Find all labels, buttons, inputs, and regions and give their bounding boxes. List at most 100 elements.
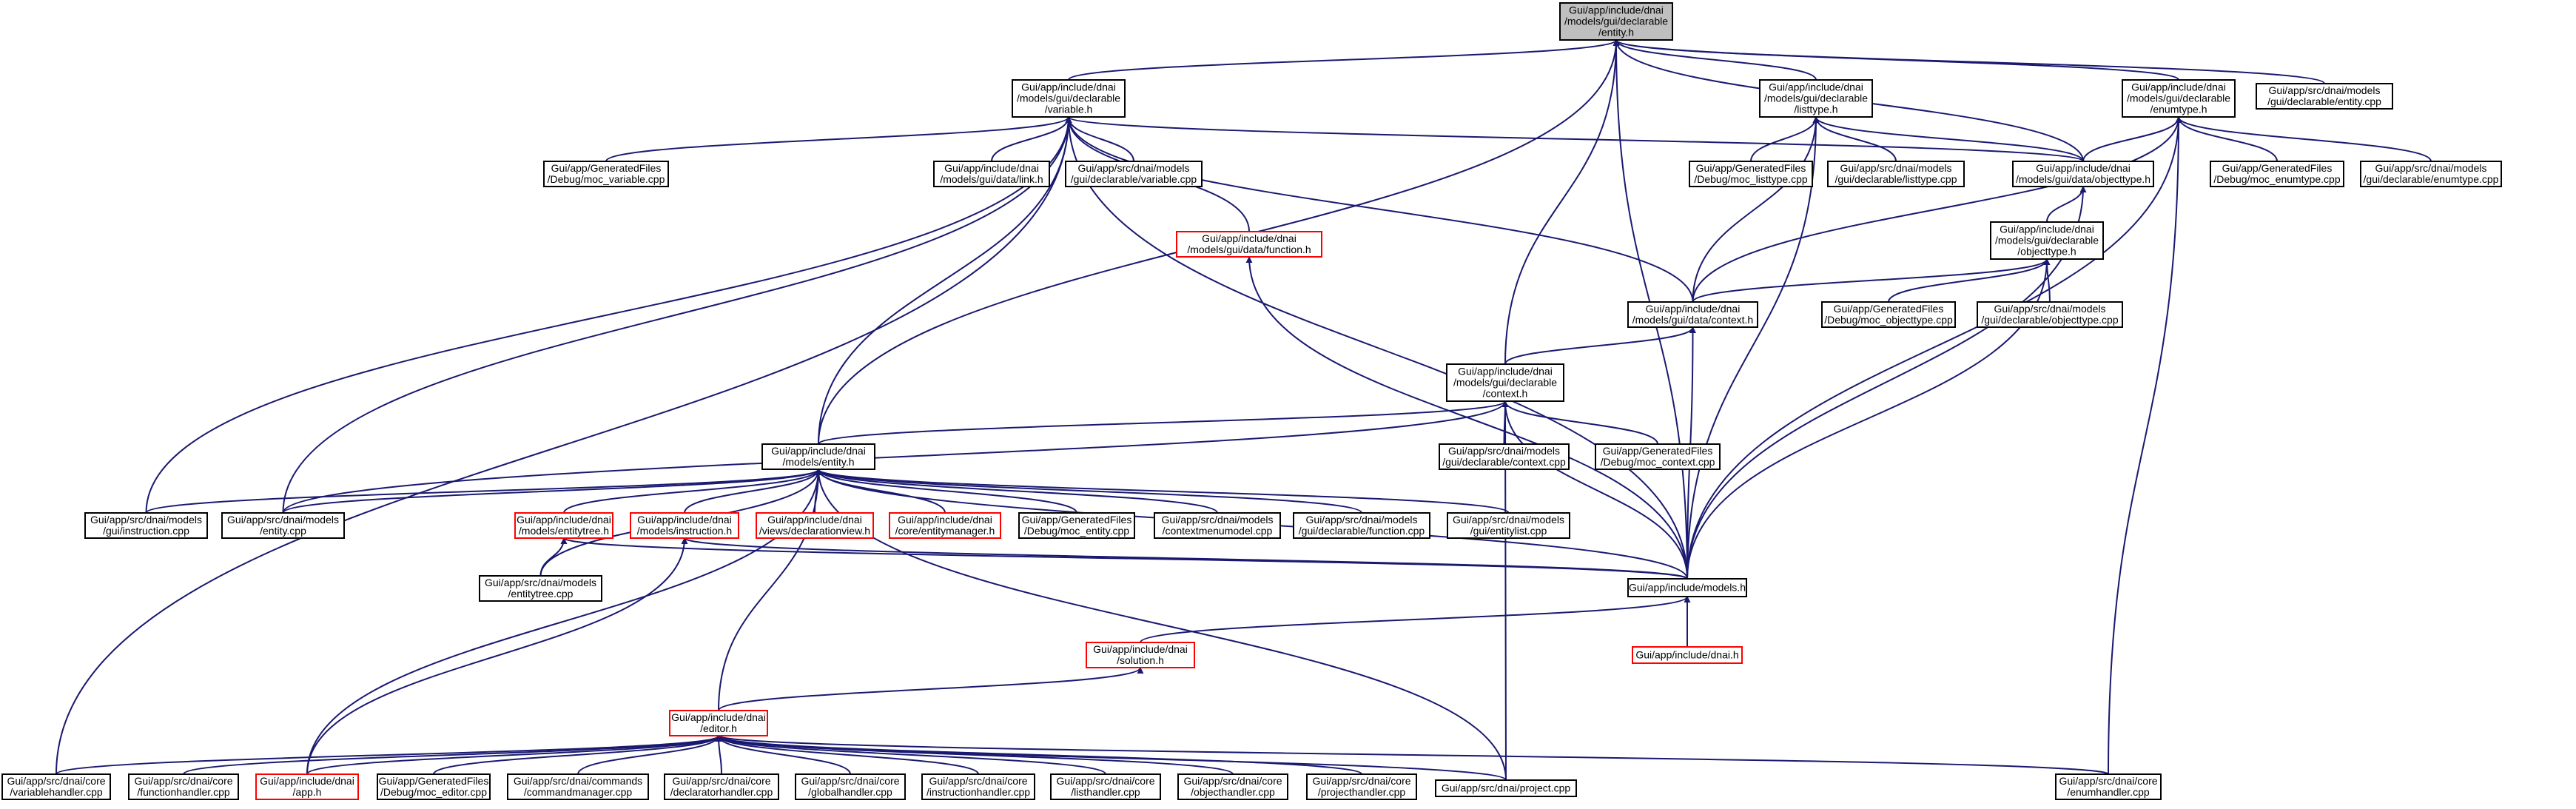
node-label-line: Gui/app/include/dnai.h: [1635, 649, 1738, 661]
node-instruction-h[interactable]: Gui/app/include/dnai/models/instruction.…: [630, 512, 739, 539]
node-box: [756, 512, 874, 539]
node-moc-variable[interactable]: Gui/app/GeneratedFiles/Debug/moc_variabl…: [543, 161, 669, 187]
node-box: [2055, 773, 2162, 800]
node-label-line: /objecthandler.cpp: [1191, 786, 1275, 798]
edge-functionhandler_cpp-to-editor_h: [183, 735, 722, 775]
node-label-line: /views/declarationview.h: [759, 525, 870, 537]
node-contextmenumodel-cpp[interactable]: Gui/app/src/dnai/models/contextmenumodel…: [1154, 512, 1281, 539]
node-app-h[interactable]: Gui/app/include/dnai/app.h: [255, 773, 359, 800]
node-objecttype-decl-h[interactable]: Gui/app/include/dnai/models/gui/declarab…: [1990, 221, 2104, 260]
node-context-data-h[interactable]: Gui/app/include/dnai/models/gui/data/con…: [1627, 301, 1758, 328]
node-enumtype-cpp[interactable]: Gui/app/src/dnai/models/gui/declarable/e…: [2360, 161, 2502, 187]
edge-moc_entity-to-models_entity_h: [815, 469, 1077, 514]
node-entity-h[interactable]: Gui/app/include/dnai/models/gui/declarab…: [1559, 2, 1673, 41]
edge-context_data_h-to-listtype_h: [1692, 116, 1820, 303]
node-box: [377, 773, 491, 800]
node-label-line: /context.h: [1483, 388, 1528, 400]
node-box: [1827, 161, 1965, 187]
node-label-line: /gui/declarable/listtype.cpp: [1835, 173, 1957, 185]
node-variablehandler-cpp[interactable]: Gui/app/src/dnai/core/variablehandler.cp…: [1, 773, 111, 800]
node-label-line: /Debug/moc_variable.cpp: [548, 173, 665, 185]
node-moc-listtype[interactable]: Gui/app/GeneratedFiles/Debug/moc_listtyp…: [1689, 161, 1813, 187]
node-editor-h[interactable]: Gui/app/include/dnai/editor.h: [669, 710, 768, 736]
node-solution-h[interactable]: Gui/app/include/dnai/solution.h: [1086, 642, 1195, 668]
node-label-line: Gui/app/GeneratedFiles: [1022, 514, 1132, 526]
node-entitymanager-h[interactable]: Gui/app/include/dnai/core/entitymanager.…: [889, 512, 1001, 539]
node-listtype-cpp[interactable]: Gui/app/src/dnai/models/gui/declarable/l…: [1827, 161, 1965, 187]
node-models-h[interactable]: Gui/app/include/models.h: [1627, 578, 1747, 597]
node-listtype-h[interactable]: Gui/app/include/dnai/models/gui/declarab…: [1759, 79, 1873, 118]
node-box: [1977, 301, 2123, 328]
node-globalhandler-cpp[interactable]: Gui/app/src/dnai/core/globalhandler.cpp: [795, 773, 906, 800]
node-listhandler-cpp[interactable]: Gui/app/src/dnai/core/listhandler.cpp: [1050, 773, 1161, 800]
node-functionhandler-cpp[interactable]: Gui/app/src/dnai/core/functionhandler.cp…: [128, 773, 239, 800]
node-objecttype-data-h[interactable]: Gui/app/include/dnai/models/gui/data/obj…: [2012, 161, 2154, 187]
node-label-line: /Debug/moc_enumtype.cpp: [2213, 173, 2340, 185]
edge-declaratorhandler_cpp-to-editor_h: [715, 735, 722, 775]
node-declarationview-h[interactable]: Gui/app/include/dnai/views/declarationvi…: [756, 512, 874, 539]
node-models-entity-h[interactable]: Gui/app/include/dnai/models/entity.h: [761, 443, 875, 470]
node-moc-objecttype[interactable]: Gui/app/GeneratedFiles/Debug/moc_objectt…: [1821, 301, 1956, 328]
edge-models_h-to-variable_h: [1065, 116, 1688, 580]
node-entitytree-h[interactable]: Gui/app/include/dnai/models/entitytree.h: [514, 512, 613, 539]
node-label-line: /listtype.h: [1794, 104, 1837, 115]
node-label-line: /Debug/moc_entity.cpp: [1024, 525, 1129, 537]
node-context-cpp[interactable]: Gui/app/src/dnai/models/gui/declarable/c…: [1439, 443, 1570, 470]
node-label-line: /models/gui/declarable: [2127, 93, 2230, 104]
node-label-line: /solution.h: [1117, 654, 1164, 666]
node-label-line: Gui/app/src/dnai/models: [1306, 514, 1418, 526]
node-label-line: Gui/app/src/dnai/models: [1840, 162, 1952, 174]
node-entitytree-cpp[interactable]: Gui/app/src/dnai/models/entitytree.cpp: [479, 575, 602, 602]
edge-models_h-to-function_h: [1245, 256, 1688, 580]
node-function-h[interactable]: Gui/app/include/dnai/models/gui/data/fun…: [1176, 231, 1322, 258]
node-project-cpp[interactable]: Gui/app/src/dnai/project.cpp: [1435, 779, 1577, 797]
node-moc-context[interactable]: Gui/app/GeneratedFiles/Debug/moc_context…: [1595, 443, 1721, 470]
node-box: [1632, 646, 1743, 664]
node-label-line: Gui/app/src/dnai/core: [801, 775, 899, 787]
node-label-line: /models/gui/data/function.h: [1187, 244, 1311, 255]
node-label-line: /objecttype.h: [2017, 246, 2076, 258]
node-label-line: /enumtype.h: [2150, 104, 2207, 115]
node-link-h[interactable]: Gui/app/include/dnai/models/gui/data/lin…: [933, 161, 1050, 187]
node-variable-cpp[interactable]: Gui/app/src/dnai/models/gui/declarable/v…: [1065, 161, 1203, 187]
node-objecthandler-cpp[interactable]: Gui/app/src/dnai/core/objecthandler.cpp: [1177, 773, 1288, 800]
node-label-line: /Debug/moc_listtype.cpp: [1694, 173, 1808, 185]
node-projecthandler-cpp[interactable]: Gui/app/src/dnai/core/projecthandler.cpp: [1306, 773, 1417, 800]
node-entity-decl-cpp[interactable]: Gui/app/src/dnai/models/gui/declarable/e…: [2256, 83, 2393, 110]
node-objecttype-cpp[interactable]: Gui/app/src/dnai/models/gui/declarable/o…: [1977, 301, 2123, 328]
node-enumtype-h[interactable]: Gui/app/include/dnai/models/gui/declarab…: [2122, 79, 2236, 118]
edge-commandmanager_cpp-to-editor_h: [577, 735, 722, 775]
node-label-line: /gui/declarable/objecttype.cpp: [1981, 314, 2118, 326]
node-instruction-cpp[interactable]: Gui/app/src/dnai/models/gui/instruction.…: [84, 512, 208, 539]
node-label-line: /variablehandler.cpp: [10, 786, 103, 798]
edge-models_h-to-instruction_h: [681, 537, 1688, 580]
edge-moc_context-to-context_decl_h: [1501, 400, 1658, 445]
node-instructionhandler-cpp[interactable]: Gui/app/src/dnai/core/instructionhandler…: [921, 773, 1035, 800]
node-entitylist-cpp[interactable]: Gui/app/src/dnai/models/gui/entitylist.c…: [1447, 512, 1570, 539]
node-moc-entity[interactable]: Gui/app/GeneratedFiles/Debug/moc_entity.…: [1018, 512, 1135, 539]
node-label-line: /declaratorhandler.cpp: [670, 786, 773, 798]
edge-moc_enumtype-to-enumtype_h: [2175, 116, 2278, 162]
node-box: [669, 710, 768, 736]
node-context-decl-h[interactable]: Gui/app/include/dnai/models/gui/declarab…: [1446, 363, 1564, 402]
edge-entitylist_cpp-to-models_entity_h: [815, 469, 1510, 514]
node-function-cpp[interactable]: Gui/app/src/dnai/models/gui/declarable/f…: [1293, 512, 1430, 539]
node-moc-editor[interactable]: Gui/app/GeneratedFiles/Debug/moc_editor.…: [377, 773, 491, 800]
node-box: [795, 773, 906, 800]
node-declaratorhandler-cpp[interactable]: Gui/app/src/dnai/core/declaratorhandler.…: [664, 773, 779, 800]
node-label-line: /instructionhandler.cpp: [927, 786, 1030, 798]
node-label-line: /gui/entitylist.cpp: [1470, 525, 1547, 537]
node-label-line: /Debug/moc_context.cpp: [1601, 456, 1715, 468]
node-label-line: /core/entitymanager.h: [895, 525, 995, 537]
node-dnai-h[interactable]: Gui/app/include/dnai.h: [1632, 646, 1743, 664]
node-label-line: Gui/app/src/dnai/core: [1056, 775, 1154, 787]
node-label-line: /variable.h: [1045, 104, 1093, 115]
node-variable-h[interactable]: Gui/app/include/dnai/models/gui/declarab…: [1012, 79, 1126, 118]
node-box: [1154, 512, 1281, 539]
node-commandmanager-cpp[interactable]: Gui/app/src/dnai/commands/commandmanager…: [507, 773, 649, 800]
node-enumhandler-cpp[interactable]: Gui/app/src/dnai/core/enumhandler.cpp: [2055, 773, 2162, 800]
node-label-line: Gui/app/src/dnai/commands: [514, 775, 642, 787]
node-moc-enumtype[interactable]: Gui/app/GeneratedFiles/Debug/moc_enumtyp…: [2210, 161, 2344, 187]
node-entity-cpp[interactable]: Gui/app/src/dnai/models/entity.cpp: [221, 512, 345, 539]
edge-contextmenumodel_cpp-to-models_entity_h: [815, 469, 1218, 514]
